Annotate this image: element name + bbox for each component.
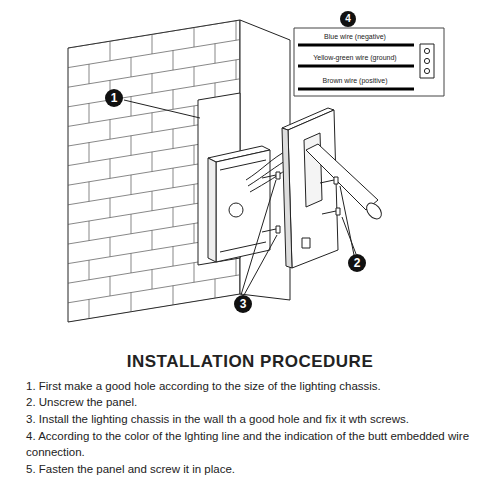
brick-joint [110,276,111,296]
brick-joint [131,136,132,156]
brick-joint [152,34,153,54]
instruction-step: 1. First make a good hole according to t… [26,378,490,394]
brick-joint [173,90,174,110]
leader-line [124,100,200,118]
wire-label: Blue wire (negative) [300,32,410,41]
brown-wire [298,88,414,91]
brick-joint [89,221,90,241]
leader-line [340,186,354,255]
brick-joint [89,103,90,123]
screw [262,226,280,233]
callout-circle [105,89,123,107]
wall-front [68,20,240,322]
lamp-head [364,200,385,222]
brick-joint [173,51,174,71]
brick-joint [68,294,240,322]
brick-joint [236,21,237,41]
brick-joint [131,97,132,117]
leader-line [342,217,356,254]
instruction-step: 2. Unscrew the panel. [26,394,490,410]
brick-joint [173,286,174,306]
brick-joints [68,20,240,335]
brick-joint [110,120,111,140]
callout-number: 4 [338,12,358,26]
instruction-step: 4. According to the color of the lghting… [26,428,490,460]
switch [302,238,310,248]
brick-joint [194,106,195,126]
lamp-arm [306,144,378,210]
leader-line [244,235,277,295]
instruction-step: 3. Install the lighting chassis in the w… [26,411,490,427]
callout-number: 1 [104,90,124,106]
brick-joint [152,270,153,290]
brick-joint [173,129,174,149]
brick-joint [194,223,195,243]
callout-circle [348,254,366,272]
brick-joint [110,237,111,257]
brick-joint [194,184,195,204]
wire-label: Brown wire (positive) [300,76,410,85]
chassis-edge [220,160,266,170]
brick-joint [89,299,90,319]
ground-wire [298,65,414,68]
chassis-knockout [229,203,243,217]
brick-joint [110,316,111,336]
title: INSTALLATION PROCEDURE [20,352,480,372]
brick-joint [152,309,153,329]
terminal [424,58,429,63]
brick-joint [194,145,195,165]
callout-number: 3 [233,296,253,312]
wire [246,150,288,180]
panel-side [282,128,292,268]
screw [320,177,338,184]
brick-joint [152,152,153,172]
brick-joint [131,253,132,273]
brick-joint [173,247,174,267]
brick-joint [68,275,240,303]
brick-joint [89,143,90,163]
lamp-slot [304,133,322,207]
brick-joint [194,302,195,322]
brick-joint [173,207,174,227]
instruction-step: 5. Fasten the panel and screw it in plac… [26,461,490,477]
brick-joint [215,279,216,299]
brick-joint [131,175,132,195]
brick-joint [110,159,111,179]
brick-joint [152,113,153,133]
brick-joint [131,214,132,234]
screw [322,208,340,215]
brick-joint [173,168,174,188]
brick-joint [215,44,216,64]
brick-joint [131,57,132,77]
brick-joint [152,230,153,250]
brick-joint [194,27,195,47]
terminal-block [420,44,434,78]
brick-joint [194,67,195,87]
callout-number: 2 [347,255,367,271]
chassis-front [216,150,270,262]
brick-joint [131,293,132,313]
screw [262,172,280,179]
brick-joint [89,64,90,84]
wire-label: Yellow-green wire (ground) [300,53,410,62]
blue-wire [298,44,414,47]
terminal [424,68,429,73]
brick-joint [236,60,237,80]
brick-joint [110,198,111,218]
chassis-edge [220,242,266,252]
brick-joint [110,41,111,61]
chassis-side [208,158,216,262]
leader-line [241,180,276,295]
brick-joint [194,263,195,283]
brick-joint [89,182,90,202]
wire-inset-box [294,28,444,96]
callout-circle [234,295,252,313]
panel-front [288,110,338,268]
terminal [424,48,429,53]
brick-joint [89,260,90,280]
brick-joint [152,74,153,94]
brick-joint [152,191,153,211]
